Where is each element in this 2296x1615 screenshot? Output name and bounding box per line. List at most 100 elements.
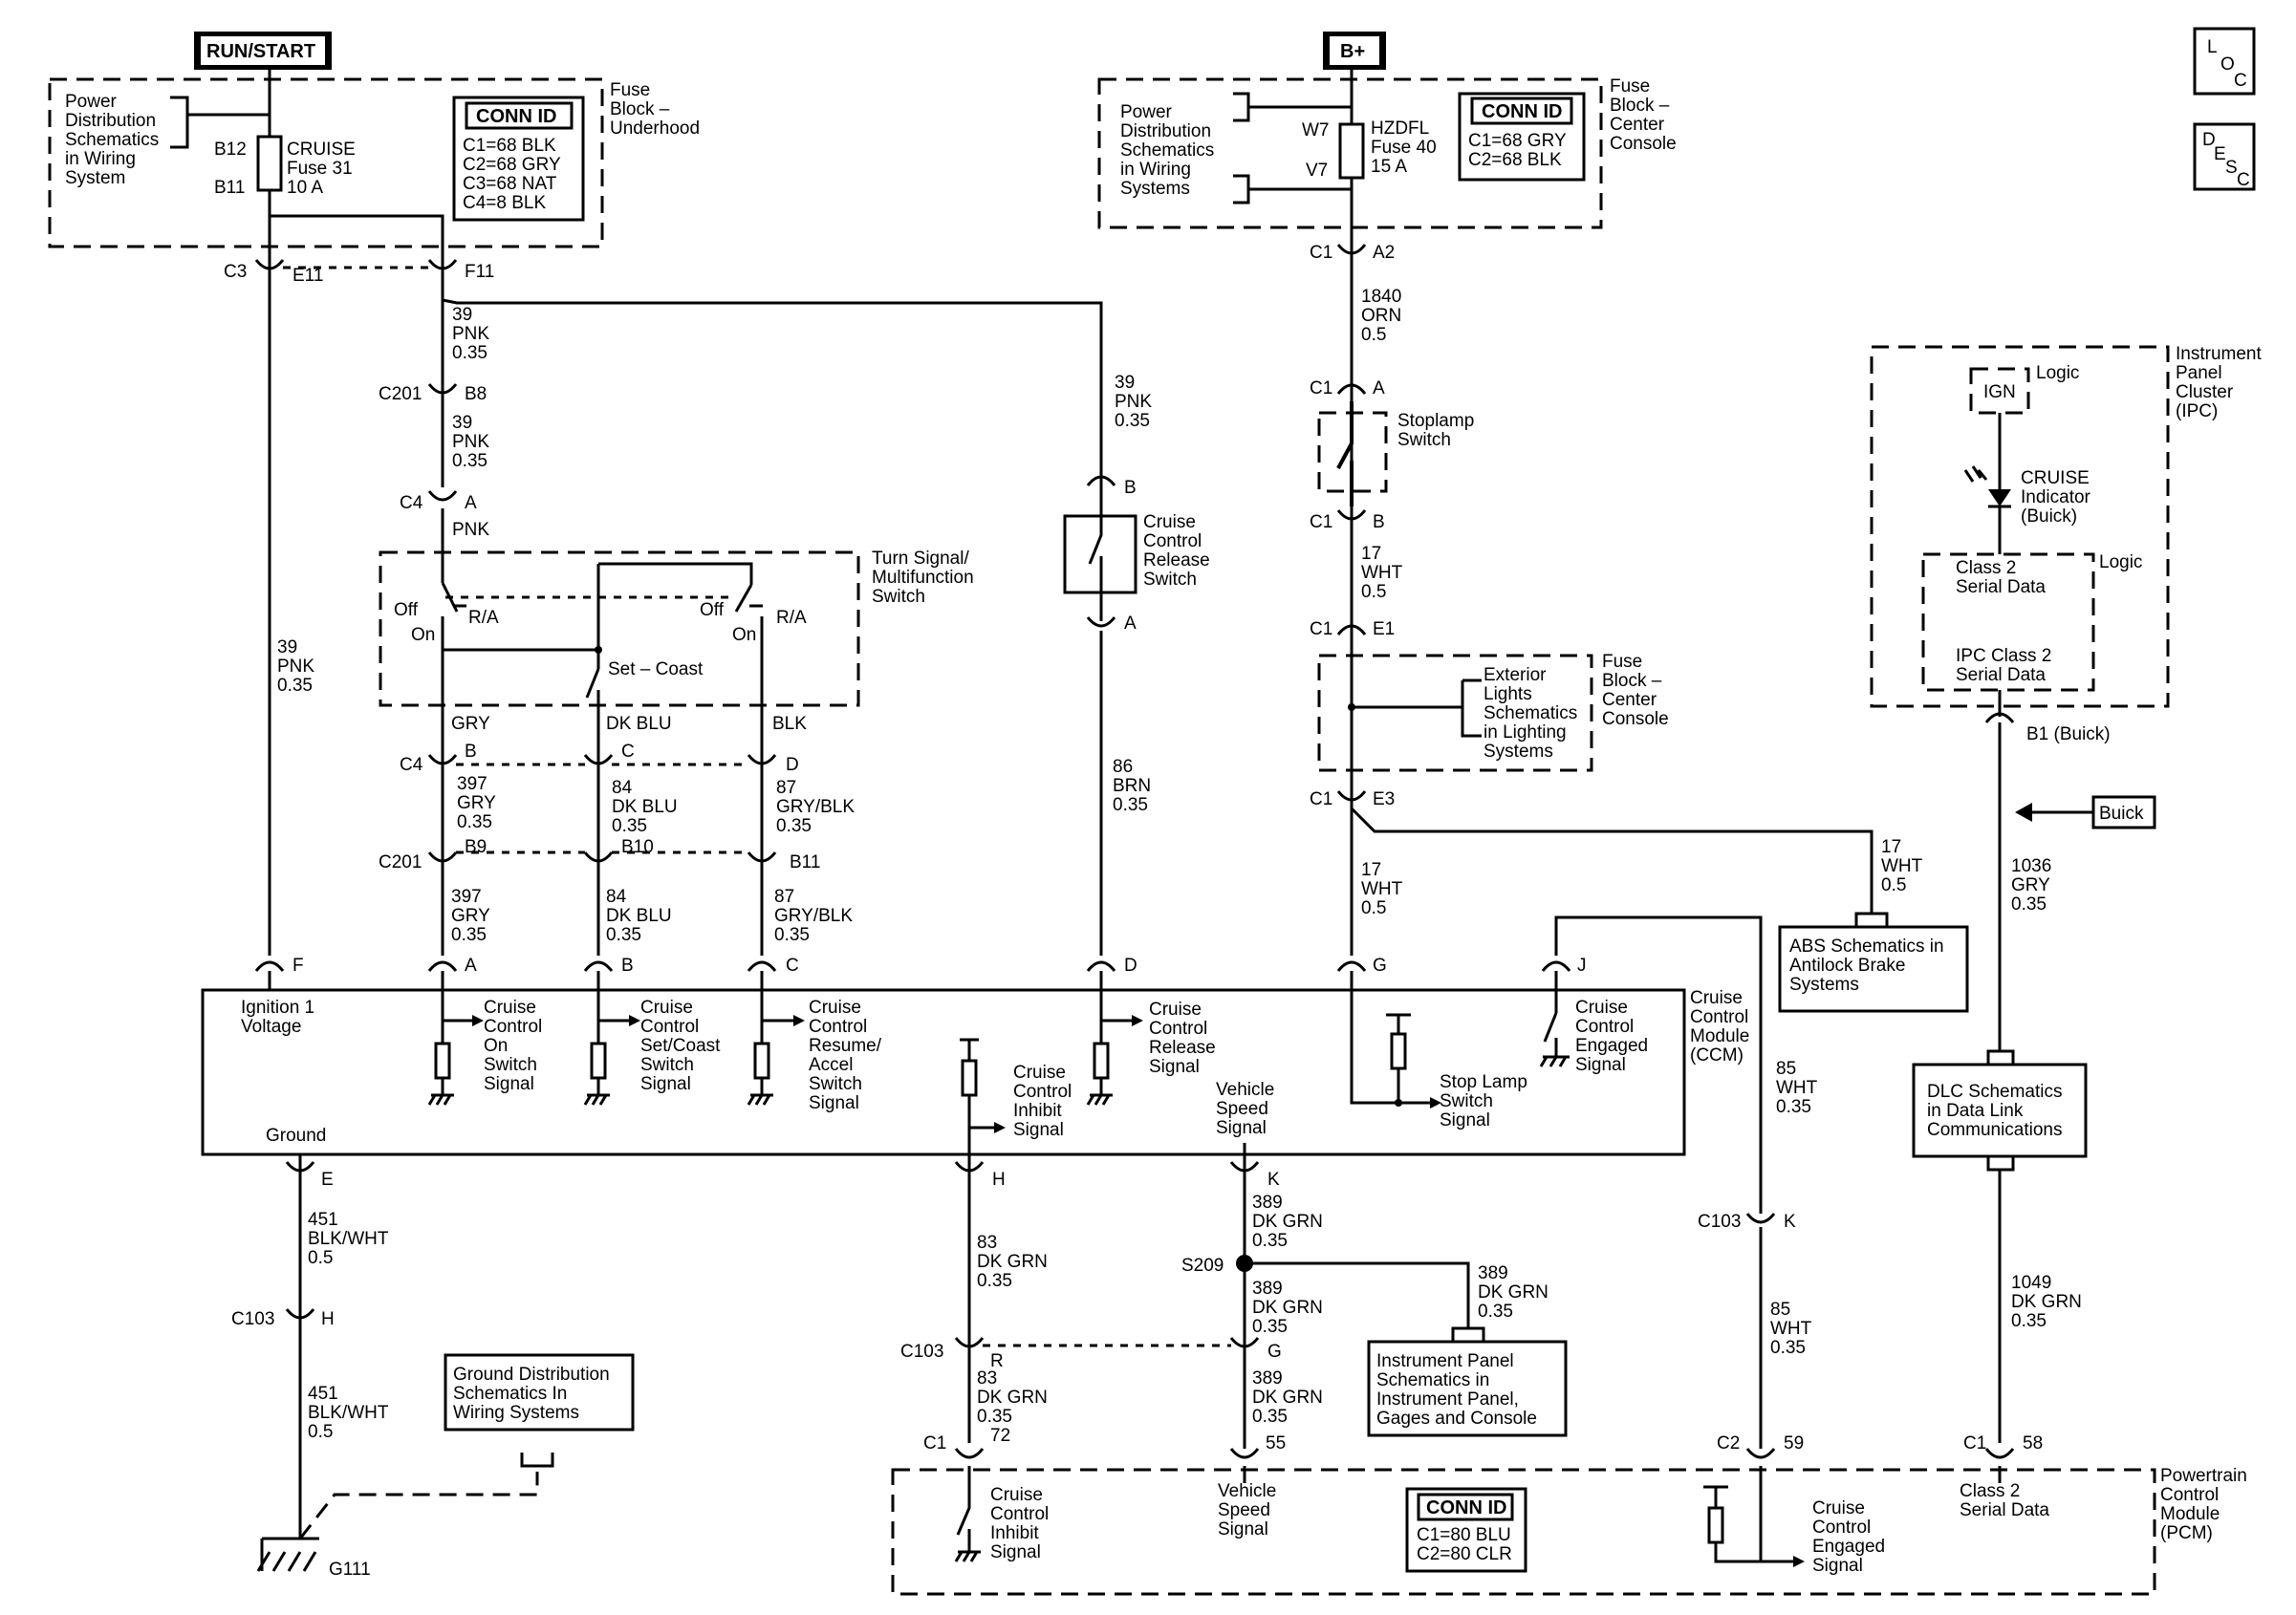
svg-text:C1: C1 (1310, 619, 1332, 639)
svg-text:C1: C1 (1310, 243, 1332, 263)
svg-text:R: R (990, 1351, 1004, 1371)
svg-text:Cruise: Cruise (640, 998, 693, 1018)
svg-text:Exterior: Exterior (1484, 665, 1547, 685)
desc-letter-c: C (2237, 170, 2250, 190)
svg-text:Set/Coast: Set/Coast (640, 1036, 721, 1056)
svg-text:Serial Data: Serial Data (1956, 665, 2046, 685)
cruise-release-switch[interactable]: 39 PNK 0.35 B A Cruise Control Release S… (1063, 373, 1210, 956)
turn-signal-switch[interactable]: Turn Signal/ Multifunction Switch Off On… (379, 549, 974, 726)
svg-text:85: 85 (1770, 1300, 1790, 1320)
desc-letter-s: S (2225, 158, 2238, 178)
loc-box[interactable]: L O C (2193, 27, 2256, 96)
svg-text:B: B (621, 956, 634, 976)
svg-text:Panel: Panel (2176, 363, 2222, 383)
svg-text:84: 84 (612, 778, 633, 798)
bplus-label: B+ (1323, 32, 1386, 70)
svg-text:15 A: 15 A (1371, 157, 1407, 177)
svg-text:1840: 1840 (1361, 287, 1401, 307)
svg-text:Control: Control (1812, 1518, 1871, 1538)
abs-reference[interactable]: ABS Schematics in Antilock Brake Systems (1778, 925, 1969, 1013)
svg-text:DK GRN: DK GRN (977, 1388, 1048, 1408)
svg-text:1036: 1036 (2011, 856, 2051, 876)
svg-text:Serial Data: Serial Data (1956, 577, 2046, 597)
svg-text:DK GRN: DK GRN (1252, 1212, 1323, 1232)
svg-text:39: 39 (277, 637, 297, 657)
svg-text:Ground: Ground (266, 1126, 326, 1146)
svg-text:0.35: 0.35 (977, 1271, 1012, 1291)
svg-text:Systems: Systems (1789, 975, 1859, 995)
svg-text:F11: F11 (465, 262, 494, 282)
svg-text:Inhibit: Inhibit (1013, 1101, 1062, 1121)
run-start-label: RUN/START (194, 32, 332, 70)
svg-text:Multifunction: Multifunction (872, 568, 974, 588)
svg-text:Logic: Logic (2099, 552, 2142, 572)
svg-text:Switch: Switch (809, 1074, 862, 1094)
svg-text:0.35: 0.35 (606, 925, 641, 945)
svg-text:Center: Center (1602, 690, 1657, 710)
svg-text:RUN/START: RUN/START (206, 41, 315, 62)
svg-text:0.5: 0.5 (1361, 325, 1386, 345)
svg-text:0.35: 0.35 (277, 676, 313, 696)
svg-text:Cruise: Cruise (1812, 1498, 1865, 1518)
svg-text:0.35: 0.35 (776, 816, 812, 836)
svg-text:0.35: 0.35 (1252, 1407, 1288, 1427)
dlc-reference[interactable]: DLC Schematics in Data Link Communicatio… (1912, 1049, 2088, 1443)
svg-text:397: 397 (457, 774, 487, 794)
cruise-indicator-led-icon (1988, 489, 2011, 506)
svg-text:Control: Control (1143, 531, 1202, 551)
svg-text:GRY: GRY (451, 906, 490, 926)
svg-text:17: 17 (1361, 860, 1381, 880)
svg-text:R/A: R/A (468, 608, 499, 628)
loc-letter-c: C (2234, 71, 2247, 91)
svg-text:B: B (465, 742, 477, 762)
svg-text:J: J (1577, 956, 1587, 976)
fuse-31-symbol (256, 135, 283, 192)
svg-text:Turn Signal/: Turn Signal/ (872, 549, 969, 569)
desc-box[interactable]: D E S C (2193, 122, 2256, 191)
svg-text:Signal: Signal (990, 1542, 1041, 1562)
svg-text:PNK: PNK (452, 432, 489, 452)
svg-text:Resume/: Resume/ (809, 1036, 882, 1056)
svg-text:Systems: Systems (1484, 742, 1553, 762)
svg-text:Switch: Switch (872, 587, 925, 607)
svg-text:C1: C1 (923, 1433, 946, 1454)
svg-text:Switch: Switch (1143, 570, 1197, 590)
svg-text:0.35: 0.35 (451, 925, 487, 945)
svg-text:Cruise: Cruise (1149, 1000, 1202, 1020)
svg-text:0.5: 0.5 (1881, 875, 1906, 895)
buick-arrow: Buick (2015, 795, 2156, 829)
svg-text:DK GRN: DK GRN (2011, 1292, 2082, 1312)
svg-text:DLC Schematics: DLC Schematics (1927, 1082, 2063, 1102)
svg-text:39: 39 (452, 305, 472, 325)
svg-text:B11: B11 (790, 852, 820, 872)
svg-text:H: H (321, 1309, 335, 1329)
svg-text:Stop Lamp: Stop Lamp (1440, 1072, 1527, 1092)
svg-text:W7: W7 (1302, 120, 1330, 140)
svg-text:Cruise: Cruise (990, 1485, 1043, 1505)
svg-text:Off: Off (700, 600, 725, 620)
svg-text:(CCM): (CCM) (1690, 1045, 1744, 1066)
svg-text:D: D (786, 755, 799, 775)
svg-text:DK GRN: DK GRN (977, 1252, 1048, 1272)
svg-text:389: 389 (1252, 1193, 1283, 1213)
svg-text:A2: A2 (1373, 243, 1395, 263)
svg-text:0.5: 0.5 (1361, 582, 1386, 602)
svg-text:in Wiring: in Wiring (65, 149, 136, 169)
svg-text:Switch: Switch (1397, 430, 1451, 450)
svg-text:C: C (621, 742, 635, 762)
svg-text:(Buick): (Buick) (2021, 506, 2077, 527)
desc-letter-d: D (2202, 130, 2216, 150)
svg-text:(IPC): (IPC) (2176, 401, 2218, 421)
svg-text:Lights: Lights (1484, 684, 1532, 704)
svg-text:Console: Console (1602, 709, 1669, 729)
ground-distribution-reference[interactable]: Ground Distribution Schematics In Wiring… (444, 1353, 635, 1432)
svg-text:On: On (732, 625, 756, 645)
svg-text:Control: Control (809, 1017, 867, 1037)
svg-text:IPC Class 2: IPC Class 2 (1956, 646, 2051, 666)
instrument-panel-reference[interactable]: Instrument Panel Schematics in Instrumen… (1367, 1340, 1568, 1437)
svg-text:H: H (992, 1170, 1006, 1190)
svg-text:A: A (465, 956, 477, 976)
svg-text:C103: C103 (1698, 1212, 1741, 1232)
svg-text:R/A: R/A (776, 608, 807, 628)
